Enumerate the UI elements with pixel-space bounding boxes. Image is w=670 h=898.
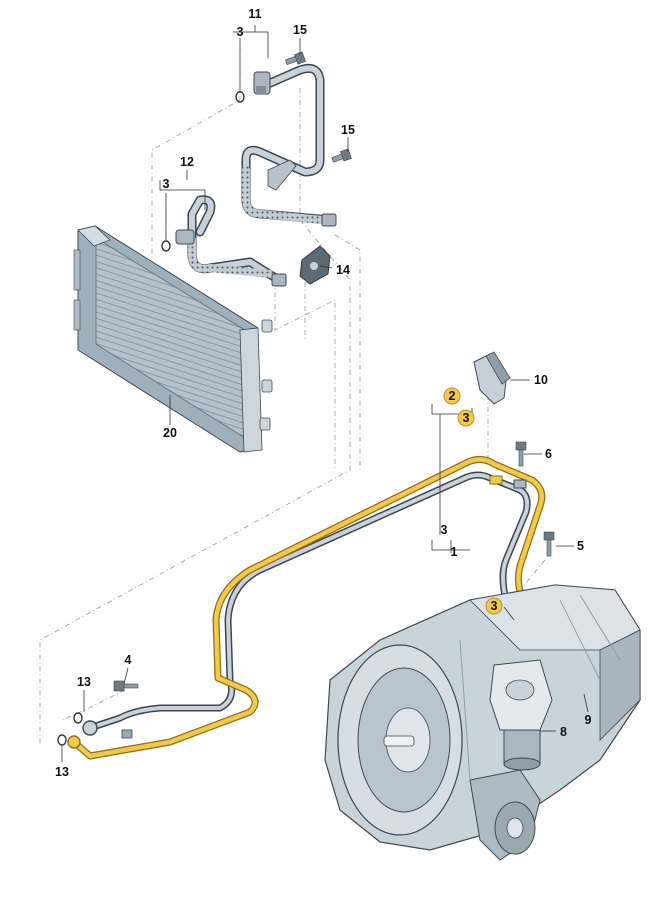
callout-3-lower: 3 (163, 177, 170, 191)
highlighted-cooler-line (70, 455, 546, 760)
transmission (324, 584, 641, 861)
callout-6: 6 (545, 447, 552, 461)
callout-3-highlight-top: 3 (463, 411, 470, 425)
leader-lines (61, 25, 589, 762)
callout-13-lower: 13 (55, 765, 69, 779)
callout-9: 9 (585, 713, 592, 727)
callout-highlights (443, 387, 503, 615)
callout-14: 14 (336, 263, 350, 277)
callout-12: 12 (180, 155, 194, 169)
callout-2: 2 (449, 389, 456, 403)
bolts-15 (285, 51, 352, 163)
callout-5: 5 (577, 539, 584, 553)
callout-1: 1 (451, 545, 458, 559)
line-clip (473, 351, 511, 405)
lower-feed-line (175, 195, 287, 287)
callout-4: 4 (125, 653, 132, 667)
radiator (73, 225, 273, 453)
callout-13-upper: 13 (77, 675, 91, 689)
hose-bracket (299, 245, 331, 285)
callout-10: 10 (534, 373, 548, 387)
callout-20: 20 (163, 426, 177, 440)
upper-return-line (241, 63, 337, 227)
callout-3-group1: 3 (441, 523, 448, 537)
callout-labels: 11 3 15 15 12 3 14 20 10 2 3 6 3 1 5 3 4… (55, 7, 591, 779)
callout-3-upper: 3 (237, 25, 244, 39)
callout-15-top: 15 (293, 23, 307, 37)
callout-3-highlight-bottom: 3 (491, 599, 498, 613)
callout-11: 11 (248, 7, 261, 21)
gray-cooler-line (86, 471, 531, 732)
filter-housing (489, 659, 553, 771)
callout-15-mid: 15 (341, 123, 355, 137)
callout-8: 8 (560, 725, 567, 739)
